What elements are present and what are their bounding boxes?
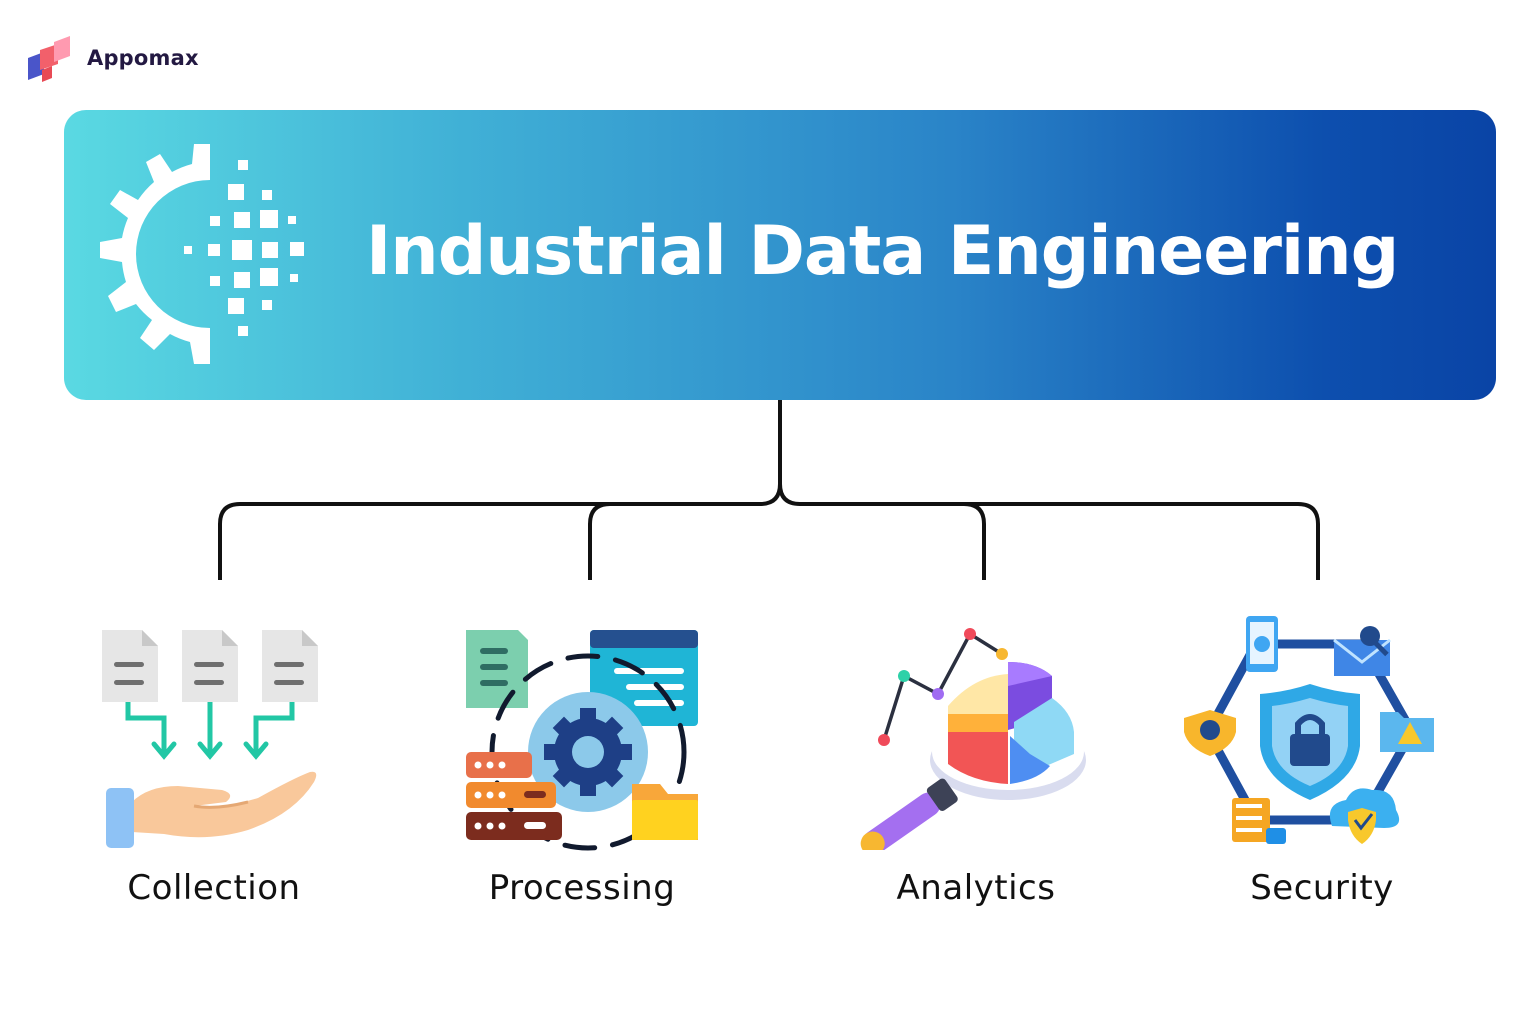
security-shield-icon <box>1184 616 1434 844</box>
brand-logo: Appomax <box>24 34 224 90</box>
connector-analytics <box>963 502 986 580</box>
node-analytics-icon-box <box>852 626 1092 856</box>
data-collection-icon <box>102 630 318 848</box>
title-banner: Industrial Data Engineering <box>64 110 1496 400</box>
connector-security <box>778 483 1320 580</box>
node-label-processing: Processing <box>488 868 676 908</box>
node-collection-icon-box <box>98 626 322 856</box>
connector-processing <box>588 502 611 580</box>
connector-collection <box>218 400 782 580</box>
node-security-icon-box <box>1184 614 1436 854</box>
banner-title: Industrial Data Engineering <box>366 212 1399 291</box>
node-label-analytics: Analytics <box>896 868 1056 908</box>
appomax-logo-icon <box>28 36 70 82</box>
node-label-collection: Collection <box>127 868 301 908</box>
gear-data-icon <box>100 144 304 364</box>
node-processing-icon-box <box>464 628 700 856</box>
analytics-icon <box>860 628 1086 856</box>
brand-name: Appomax <box>87 46 199 70</box>
data-processing-icon <box>466 630 698 851</box>
node-label-security: Security <box>1250 868 1394 908</box>
